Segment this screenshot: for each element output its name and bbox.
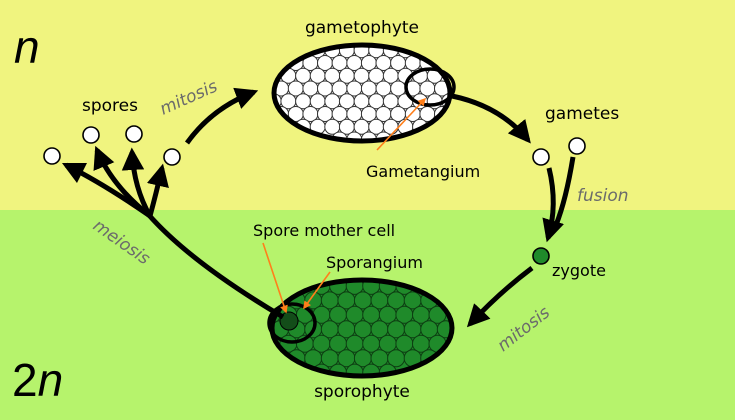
arrow-zygote-to-sporophyte [466,266,534,328]
zygote-label: zygote [552,261,606,280]
gamete-cell [532,148,550,166]
gametophyte-label: gametophyte [305,18,419,38]
sporangium-outline [267,302,317,344]
arrow-meiosis-branch [93,145,152,218]
fusion-label: fusion [577,186,629,206]
diploid-label-n: n [38,354,64,406]
arrow-meiosis-stem [146,212,285,320]
arrow-mitosis-to-gametophyte [184,87,259,145]
spore-mother-cell-pointer [262,242,288,314]
gametophyte-body [271,42,453,144]
spore-mother-cell-label: Spore mother cell [253,221,395,240]
gametophyte-cells [274,45,450,141]
spore-cell [163,148,181,166]
gametangium-pointer [376,97,427,151]
spore-cell [43,147,61,165]
gametangium-label: Gametangium [366,162,480,181]
diploid-label-number: 2 [12,354,38,406]
gametangium-outline [404,67,456,107]
spores-label: spores [82,96,138,116]
sporangium-label: Sporangium [326,253,423,272]
gamete-cell [568,137,586,155]
sporangium-pointer [303,271,331,310]
diploid-label: 2n [12,354,63,406]
arrow-fusion-branch [553,156,576,226]
zygote-cell [532,247,550,265]
haploid-label: n [14,21,40,73]
arrow-fusion-to-zygote [542,167,564,243]
sporophyte-label: sporophyte [314,382,410,402]
spore-cell [125,125,143,143]
gametes-label: gametes [545,104,619,124]
arrow-meiosis-branch [146,163,169,217]
arrow-meiosis-branch [121,147,153,218]
spore-mother-cell [279,311,299,331]
arrow-gametophyte-to-gametes [451,93,531,144]
spore-cell [82,126,100,144]
